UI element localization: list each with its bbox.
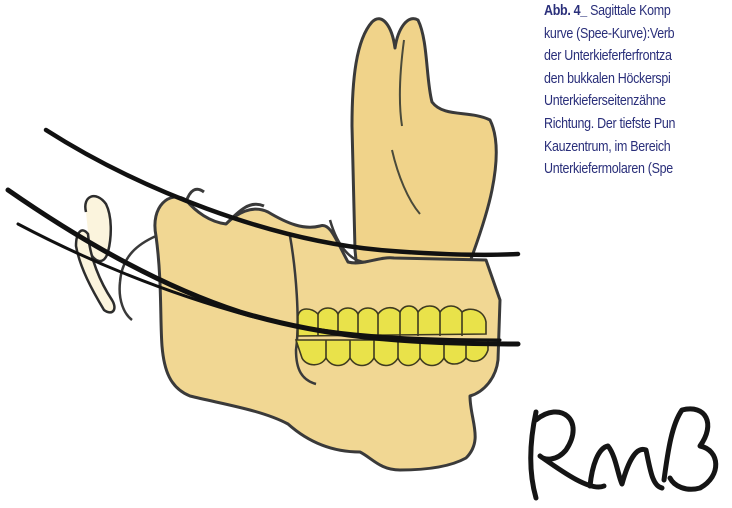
signature-rmb (531, 409, 716, 498)
figure-caption: Abb. 4_ Sagittale Komp kurve (Spee-Kurve… (544, 0, 706, 240)
caption-lead: Abb. 4_ (544, 3, 587, 19)
caption-line-7: Kauzentrum, im Bereich (544, 136, 706, 159)
caption-line-1-text: Sagittale Komp (587, 3, 671, 19)
caption-line-3: der Unterkieferferfrontza (544, 45, 706, 68)
caption-line-5: Unterkieferseitenzähne (544, 90, 706, 113)
mandible-maxilla-drawing (76, 19, 500, 470)
caption-line-1: Abb. 4_ Sagittale Komp (544, 0, 706, 23)
caption-line-6: Richtung. Der tiefste Pun (544, 113, 706, 136)
caption-line-8: Unterkiefermolaren (Spe (544, 158, 706, 181)
caption-line-2: kurve (Spee-Kurve):Verb (544, 23, 706, 46)
caption-line-4: den bukkalen Höckerspi (544, 68, 706, 91)
